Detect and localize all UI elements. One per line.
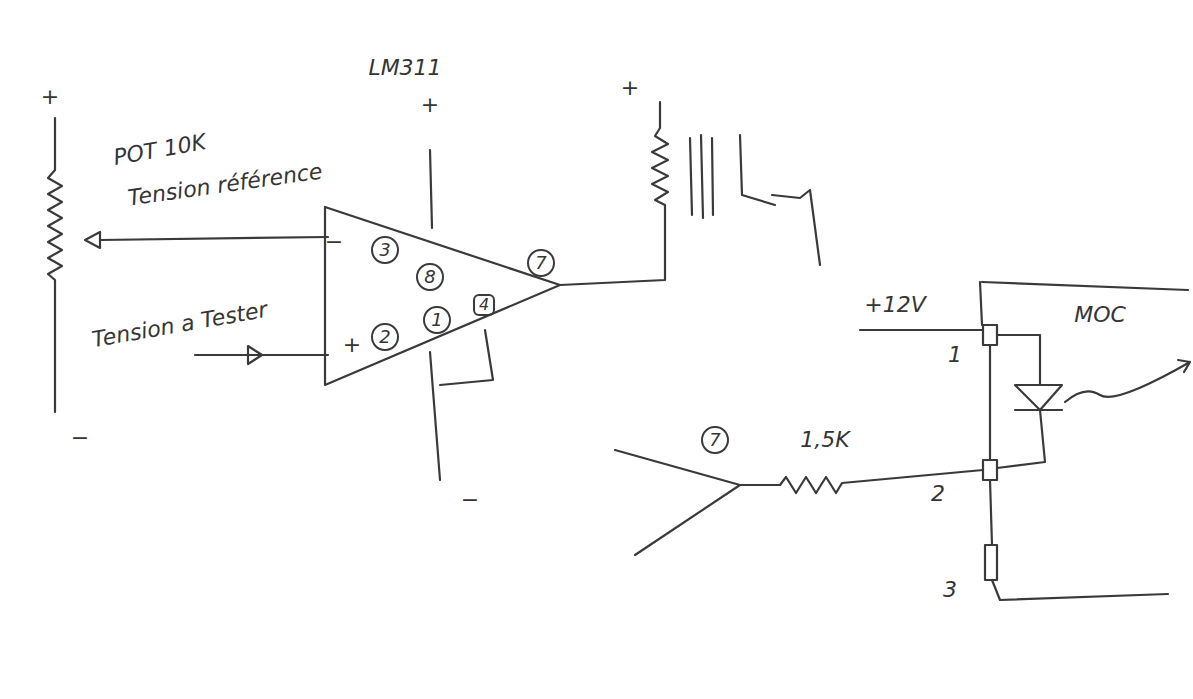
text-label: 2 [931, 482, 945, 506]
supply-wire [430, 150, 432, 228]
relay-coil [560, 102, 668, 285]
text-label: 1 [948, 343, 962, 367]
text-label: + [621, 76, 639, 100]
callout-number: 7 [701, 426, 728, 454]
callout-number: 3 [371, 236, 398, 264]
text-label: − [71, 426, 89, 450]
callout-number: 2 [371, 323, 398, 351]
text-label: − [461, 488, 479, 512]
callout-number: 8 [416, 263, 443, 291]
relay-contact [740, 135, 820, 265]
callout-number: 1 [423, 306, 450, 334]
relay-core [690, 135, 713, 218]
callout-number: 7 [527, 249, 554, 277]
text-label: +12V [864, 293, 925, 317]
pin-symbol [983, 460, 997, 480]
text-label: Tension a Tester [90, 298, 269, 353]
text-label: 1,5K [800, 428, 849, 452]
text-label: + [421, 93, 439, 117]
moc-top-wire [982, 282, 1188, 290]
potentiometer-symbol [48, 118, 62, 412]
pin-symbol [983, 325, 997, 345]
text-label: 3 [943, 578, 957, 602]
text-label: LM311 [368, 56, 441, 80]
supply-wire [860, 329, 983, 331]
text-label: Tension référence [126, 159, 324, 210]
light-arrow [1065, 360, 1190, 402]
moc-body [980, 282, 1168, 600]
pin-symbol [985, 545, 997, 580]
text-label: POT 10K [112, 130, 208, 170]
input-wire [195, 346, 328, 364]
text-label: MOC [1074, 303, 1126, 327]
ground-wire [430, 330, 493, 480]
comparator-symbol [325, 207, 560, 385]
wiper-wire [85, 232, 328, 248]
resistor-symbol [615, 450, 983, 555]
text-label: + [343, 333, 361, 357]
text-label: + [41, 85, 59, 109]
led-symbol [997, 335, 1062, 468]
callout-number: 4 [473, 294, 495, 316]
text-label: − [325, 230, 343, 254]
